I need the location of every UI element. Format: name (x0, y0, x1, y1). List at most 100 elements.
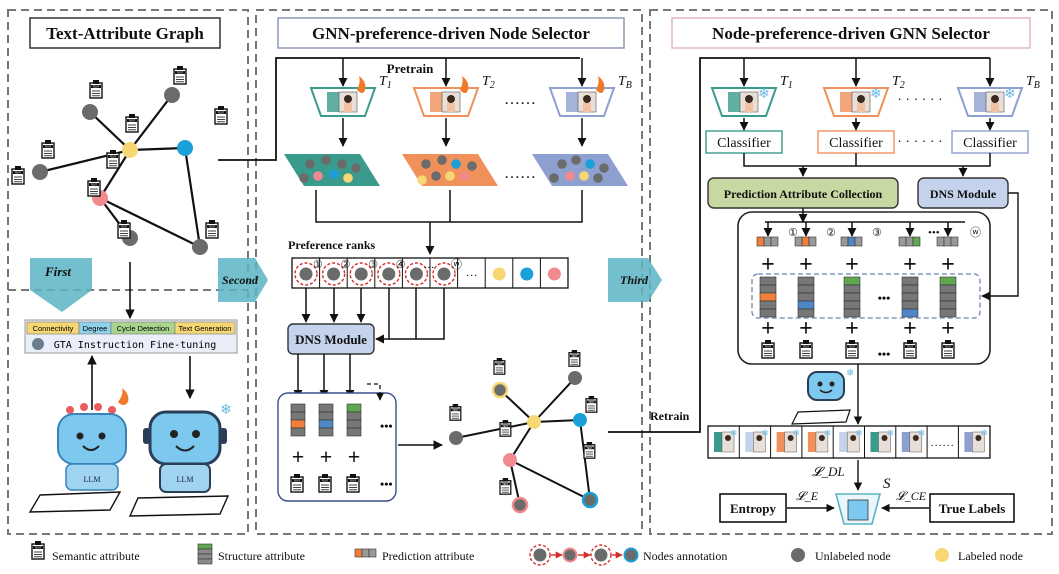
rank-node (299, 267, 313, 281)
gnn-label: TB (1026, 74, 1040, 91)
snowflake-icon: ❄ (793, 428, 801, 438)
snowflake-icon: ❄ (846, 368, 854, 379)
node-embedding-plane (532, 154, 628, 186)
semantic-document-icon: TEXT (568, 350, 581, 367)
svg-text:TEXT: TEXT (452, 410, 459, 412)
semantic-document-icon: TEXT (290, 474, 304, 493)
connector-graph-to-pretrain (218, 57, 580, 161)
semantic-document-icon: TEXT (449, 404, 462, 421)
semantic-document-icon: TEXT (173, 66, 187, 85)
ellipsis: …… (504, 165, 536, 182)
selected-gnn (834, 493, 882, 525)
plus-icon: + (941, 252, 955, 278)
ellipsis: … (466, 265, 478, 279)
svg-text:TEXT: TEXT (945, 345, 952, 349)
gnn-model: ❄ T1 (710, 74, 793, 117)
stage-third: Third (608, 258, 662, 302)
loss-e: 𝓛_E (796, 489, 819, 503)
dns-module-box (287, 323, 375, 355)
ellipsis: …… (930, 435, 954, 449)
semantic-document-icon: TEXT (346, 474, 360, 493)
stage-first: First (30, 258, 92, 312)
ellipsis: ••• (878, 291, 891, 305)
labeled-node (122, 142, 138, 158)
legend-unlabeled-swatch (791, 548, 805, 562)
rank-mark: ① (788, 227, 798, 239)
rank-node (327, 267, 341, 281)
rank-mark: ⓦ (451, 258, 462, 271)
retrain-label: Retrain (650, 409, 690, 423)
snowflake-icon: ❄ (870, 87, 882, 102)
graph-node (164, 87, 180, 103)
instruction-label: GTA Instruction Fine-tuning (54, 340, 217, 351)
semantic-document-icon: TEXT (318, 474, 332, 493)
gnn-model: T2 (412, 74, 495, 117)
plus-icon: + (941, 316, 955, 342)
legend-semantic: Semantic attribute (52, 549, 140, 563)
legend-unlabeled: Unlabeled node (815, 549, 891, 563)
snowflake-icon: ❄ (980, 428, 988, 438)
rank-mark: … (423, 259, 434, 271)
ellipsis: · · · · · · (897, 93, 942, 108)
pretrain-label: Pretrain (387, 61, 434, 76)
svg-text:TEXT: TEXT (803, 345, 810, 349)
svg-text:TEXT: TEXT (110, 155, 117, 159)
semantic-document-icon: TEXT (87, 178, 101, 197)
semantic-document-icon: TEXT (117, 220, 131, 239)
fire-icon (118, 388, 129, 405)
legend-annotation: Nodes annotation (643, 549, 727, 563)
rank-node (547, 267, 561, 281)
snowflake-icon: ❄ (855, 428, 863, 438)
plus-icon: + (845, 316, 859, 342)
task-bar: Connectivity Degree Cycle Detection Text… (24, 319, 238, 354)
svg-text:TEXT: TEXT (586, 448, 593, 450)
semantic-document-icon: TEXT (125, 114, 139, 133)
semantic-document-icon: TEXT (31, 541, 45, 560)
llm-small-robot: ❄ (791, 368, 854, 425)
legend-labeled-swatch (935, 548, 949, 562)
legend-prediction-swatch (354, 548, 377, 558)
svg-text:TEXT: TEXT (121, 225, 128, 229)
rank-mark: ④ (396, 259, 406, 271)
semantic-document-icon: TEXT (499, 478, 512, 495)
dns-module-label: DNS Module (295, 332, 367, 347)
svg-text:TEXT: TEXT (45, 145, 52, 149)
svg-text:TEXT: TEXT (849, 345, 856, 349)
svg-text:TEXT: TEXT (15, 171, 22, 175)
true-labels-label: True Labels (939, 501, 1006, 516)
plus-icon: + (292, 444, 305, 469)
svg-text:TEXT: TEXT (571, 356, 578, 358)
svg-text:TEXT: TEXT (35, 546, 42, 550)
svg-text:TEXT: TEXT (502, 426, 509, 428)
true-labels-box (929, 493, 1015, 523)
svg-text:LLM: LLM (177, 475, 194, 484)
plus-icon: + (903, 316, 917, 342)
preference-ranks-label: Preference ranks (288, 238, 376, 252)
snowflake-icon: ❄ (758, 87, 770, 102)
task-cycle-detection: Cycle Detection (117, 324, 170, 333)
semantic-document-icon: TEXT (585, 396, 598, 413)
gnn-model: TB (548, 74, 632, 117)
classifier-label: Classifier (717, 136, 771, 151)
stage-second: Second (218, 258, 268, 302)
labeled-node (177, 140, 193, 156)
rank-mark: ① (313, 259, 323, 271)
semantic-document-icon: TEXT (41, 140, 55, 159)
rank-mark: ③ (368, 259, 378, 271)
title-tag: Text-Attribute Graph (46, 24, 204, 43)
node-embedding-plane (284, 154, 380, 186)
task-degree: Degree (83, 324, 108, 333)
plus-icon: + (903, 252, 917, 278)
ellipsis: ••• (878, 347, 891, 361)
llm-robot-frozen: LLM ❄ (128, 403, 232, 517)
snowflake-icon: ❄ (824, 428, 832, 438)
gnn-label: T1 (780, 74, 793, 91)
legend-structure-swatch (197, 543, 213, 565)
legend: Semantic attribute Structure attribute P… (52, 543, 1023, 566)
semantic-document-icon: TEXT (499, 420, 512, 437)
snowflake-icon: ❄ (887, 428, 895, 438)
semantic-document-icon: TEXT (799, 340, 813, 359)
svg-text:TEXT: TEXT (209, 225, 216, 229)
gnn-label: T1 (379, 74, 392, 91)
